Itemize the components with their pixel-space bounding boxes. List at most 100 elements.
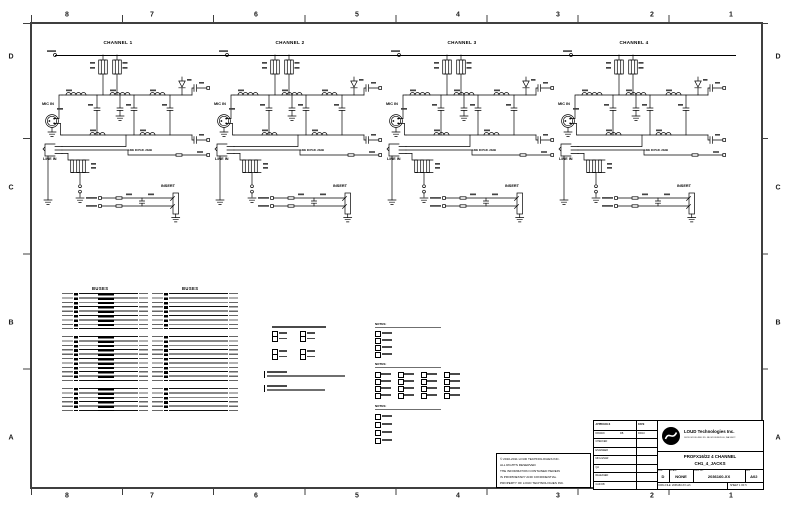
line-in-label: LINE IN: [559, 157, 573, 161]
zone-label: 4: [456, 11, 460, 19]
dwg-file-value: 2036160-XX.sch: [671, 483, 691, 487]
channel-block-2: CHANNEL 2 MIC IN LINE IN INSERT LINE IN …: [214, 40, 386, 252]
sheet-value: 1 OF 5: [739, 483, 747, 487]
line-pad-label: LINE IN PAD -20dB: [644, 149, 668, 152]
zone-label: B: [775, 319, 781, 327]
drawing-info-band: SIZE D SCALE NONE DWG. NO. 2036160-XX RE…: [657, 469, 763, 483]
buses-title: BUSES: [182, 286, 199, 291]
zone-label: C: [8, 184, 14, 192]
bus-lines: [152, 388, 238, 411]
connector-pin-box: [300, 349, 306, 355]
buses-title: BUSES: [92, 286, 109, 291]
zone-label: 2: [650, 492, 654, 500]
company-name: LOUD Technologies Inc.: [684, 429, 735, 434]
notes-block-3: NOTES:: [375, 404, 467, 446]
connector-pin-box: [272, 349, 278, 355]
copyright-line: THE INFORMATION CONTAINED HEREIN: [500, 469, 560, 474]
dwg-no-label: DWG. NO.: [694, 469, 704, 472]
zone-ticks-right: [761, 23, 768, 484]
channel-block-3: CHANNEL 3 MIC IN LINE IN INSERT LINE IN …: [386, 40, 558, 252]
connector-pin-box: [300, 331, 306, 337]
connector-pin-box: [272, 354, 278, 360]
mic-in-label: MIC IN: [386, 102, 398, 106]
dwg-file-label: DWG FILE:: [658, 483, 672, 487]
bus-lines: [152, 336, 238, 381]
rev-label: REV: [746, 469, 751, 472]
zone-label: 5: [355, 11, 359, 19]
connector-pin-box: [300, 336, 306, 342]
mic-in-label: MIC IN: [214, 102, 226, 106]
channel-title: CHANNEL 1: [103, 40, 133, 45]
line-in-label: LINE IN: [43, 157, 57, 161]
approval-row-label: CAD DB: [595, 482, 605, 486]
approval-row-label: ENGINEER: [595, 448, 609, 452]
size-label: SIZE: [658, 469, 663, 472]
channel-block-4: CHANNEL 4 MIC IN LINE IN INSERT LINE IN …: [558, 40, 730, 252]
zone-label: 6: [254, 492, 258, 500]
scale-value: NONE: [675, 474, 687, 479]
copyright-line: © 2010-2011 LOUD TECHNOLOGIES INC.: [500, 457, 560, 461]
channel-circuit: [386, 49, 554, 223]
zone-label: 2: [650, 11, 654, 19]
channel-circuit: [214, 49, 382, 223]
insert-label: INSERT: [333, 184, 347, 188]
company-address: 16220 WOOD-RED RD. NE WOODINVILLE, WA 98…: [684, 437, 736, 439]
approval-row-label: CHECKED: [595, 440, 608, 443]
line-in-label: LINE IN: [387, 157, 401, 161]
copyright-box: © 2010-2011 LOUD TECHNOLOGIES INC. ALL R…: [496, 453, 591, 488]
notes-title: NOTES:: [375, 404, 387, 408]
connector-symbol: [272, 349, 290, 361]
connector-symbol: [300, 349, 318, 361]
footnote-2: [264, 385, 384, 393]
dwg-file: DWG FILE: 2036160-XX.sch: [659, 484, 691, 487]
channel-circuit: [558, 49, 726, 223]
loud-logo-icon: [662, 427, 680, 445]
bus-lines: [62, 293, 148, 329]
sheet-label: SHEET: [730, 483, 739, 487]
zone-ticks-bottom: [31, 488, 760, 495]
footnote-1: [264, 371, 384, 379]
zone-label: 8: [65, 11, 69, 19]
rev-value: A02: [750, 474, 758, 479]
connector-symbol: [272, 331, 290, 343]
notes-block-1: NOTES:: [375, 322, 467, 360]
zone-label: 4: [456, 492, 460, 500]
bus-lines: [62, 336, 148, 381]
approvals-table: APPROVALS DATE DRAWN DB 9/9/10 CHECKED E…: [594, 421, 658, 489]
connector-pin-box: [272, 336, 278, 342]
zone-label: 6: [254, 11, 258, 19]
notes-title: NOTES:: [375, 322, 387, 326]
notes-block-2: NOTES:: [375, 362, 467, 402]
approval-row-label: RELEASED: [595, 474, 609, 477]
bus-harness-1: BUSES: [62, 286, 148, 412]
connector-grid-caption: [272, 326, 326, 328]
dwg-no-value: 2036160-XX: [707, 474, 731, 479]
channel-title: CHANNEL 3: [447, 40, 477, 45]
zone-label: 8: [65, 492, 69, 500]
approvals-header: APPROVALS: [595, 423, 611, 426]
channel-circuit: [42, 49, 210, 223]
bus-harness-2: BUSES: [152, 286, 238, 412]
size-cell: SIZE D: [657, 469, 670, 482]
approval-row-label: QA: [595, 465, 599, 469]
drawing-title-line2: CH1_4_JACKS: [694, 461, 726, 466]
size-value: D: [661, 474, 665, 479]
dwg-no-cell: DWG. NO. 2036160-XX: [693, 469, 746, 482]
notes-title: NOTES:: [375, 362, 387, 366]
zone-label: 7: [150, 11, 154, 19]
zone-label: D: [8, 53, 14, 61]
copyright-line: ALL RIGHTS RESERVED: [500, 463, 536, 468]
scale-label: SCALE: [670, 469, 677, 472]
sheet-info: SHEET 1 OF 5: [730, 484, 747, 487]
zone-label: 1: [729, 492, 733, 500]
zone-label: D: [775, 53, 781, 61]
zone-ticks-left: [23, 23, 30, 484]
copyright-line: PROPERTY OF LOUD TECHNOLOGIES INC.: [500, 481, 564, 486]
drawing-title-line1: PROFX16/22 4 CHANNEL: [683, 454, 737, 459]
company-band: LOUD Technologies Inc. 16220 WOOD-RED RD…: [657, 421, 763, 452]
zone-ticks-top: [31, 15, 760, 22]
connector-symbol: [300, 331, 318, 343]
title-block: APPROVALS DATE DRAWN DB 9/9/10 CHECKED E…: [593, 420, 764, 490]
phantom-power-rail: [55, 55, 736, 56]
drawing-title: PROFX16/22 4 CHANNEL CH1_4_JACKS: [657, 451, 763, 470]
